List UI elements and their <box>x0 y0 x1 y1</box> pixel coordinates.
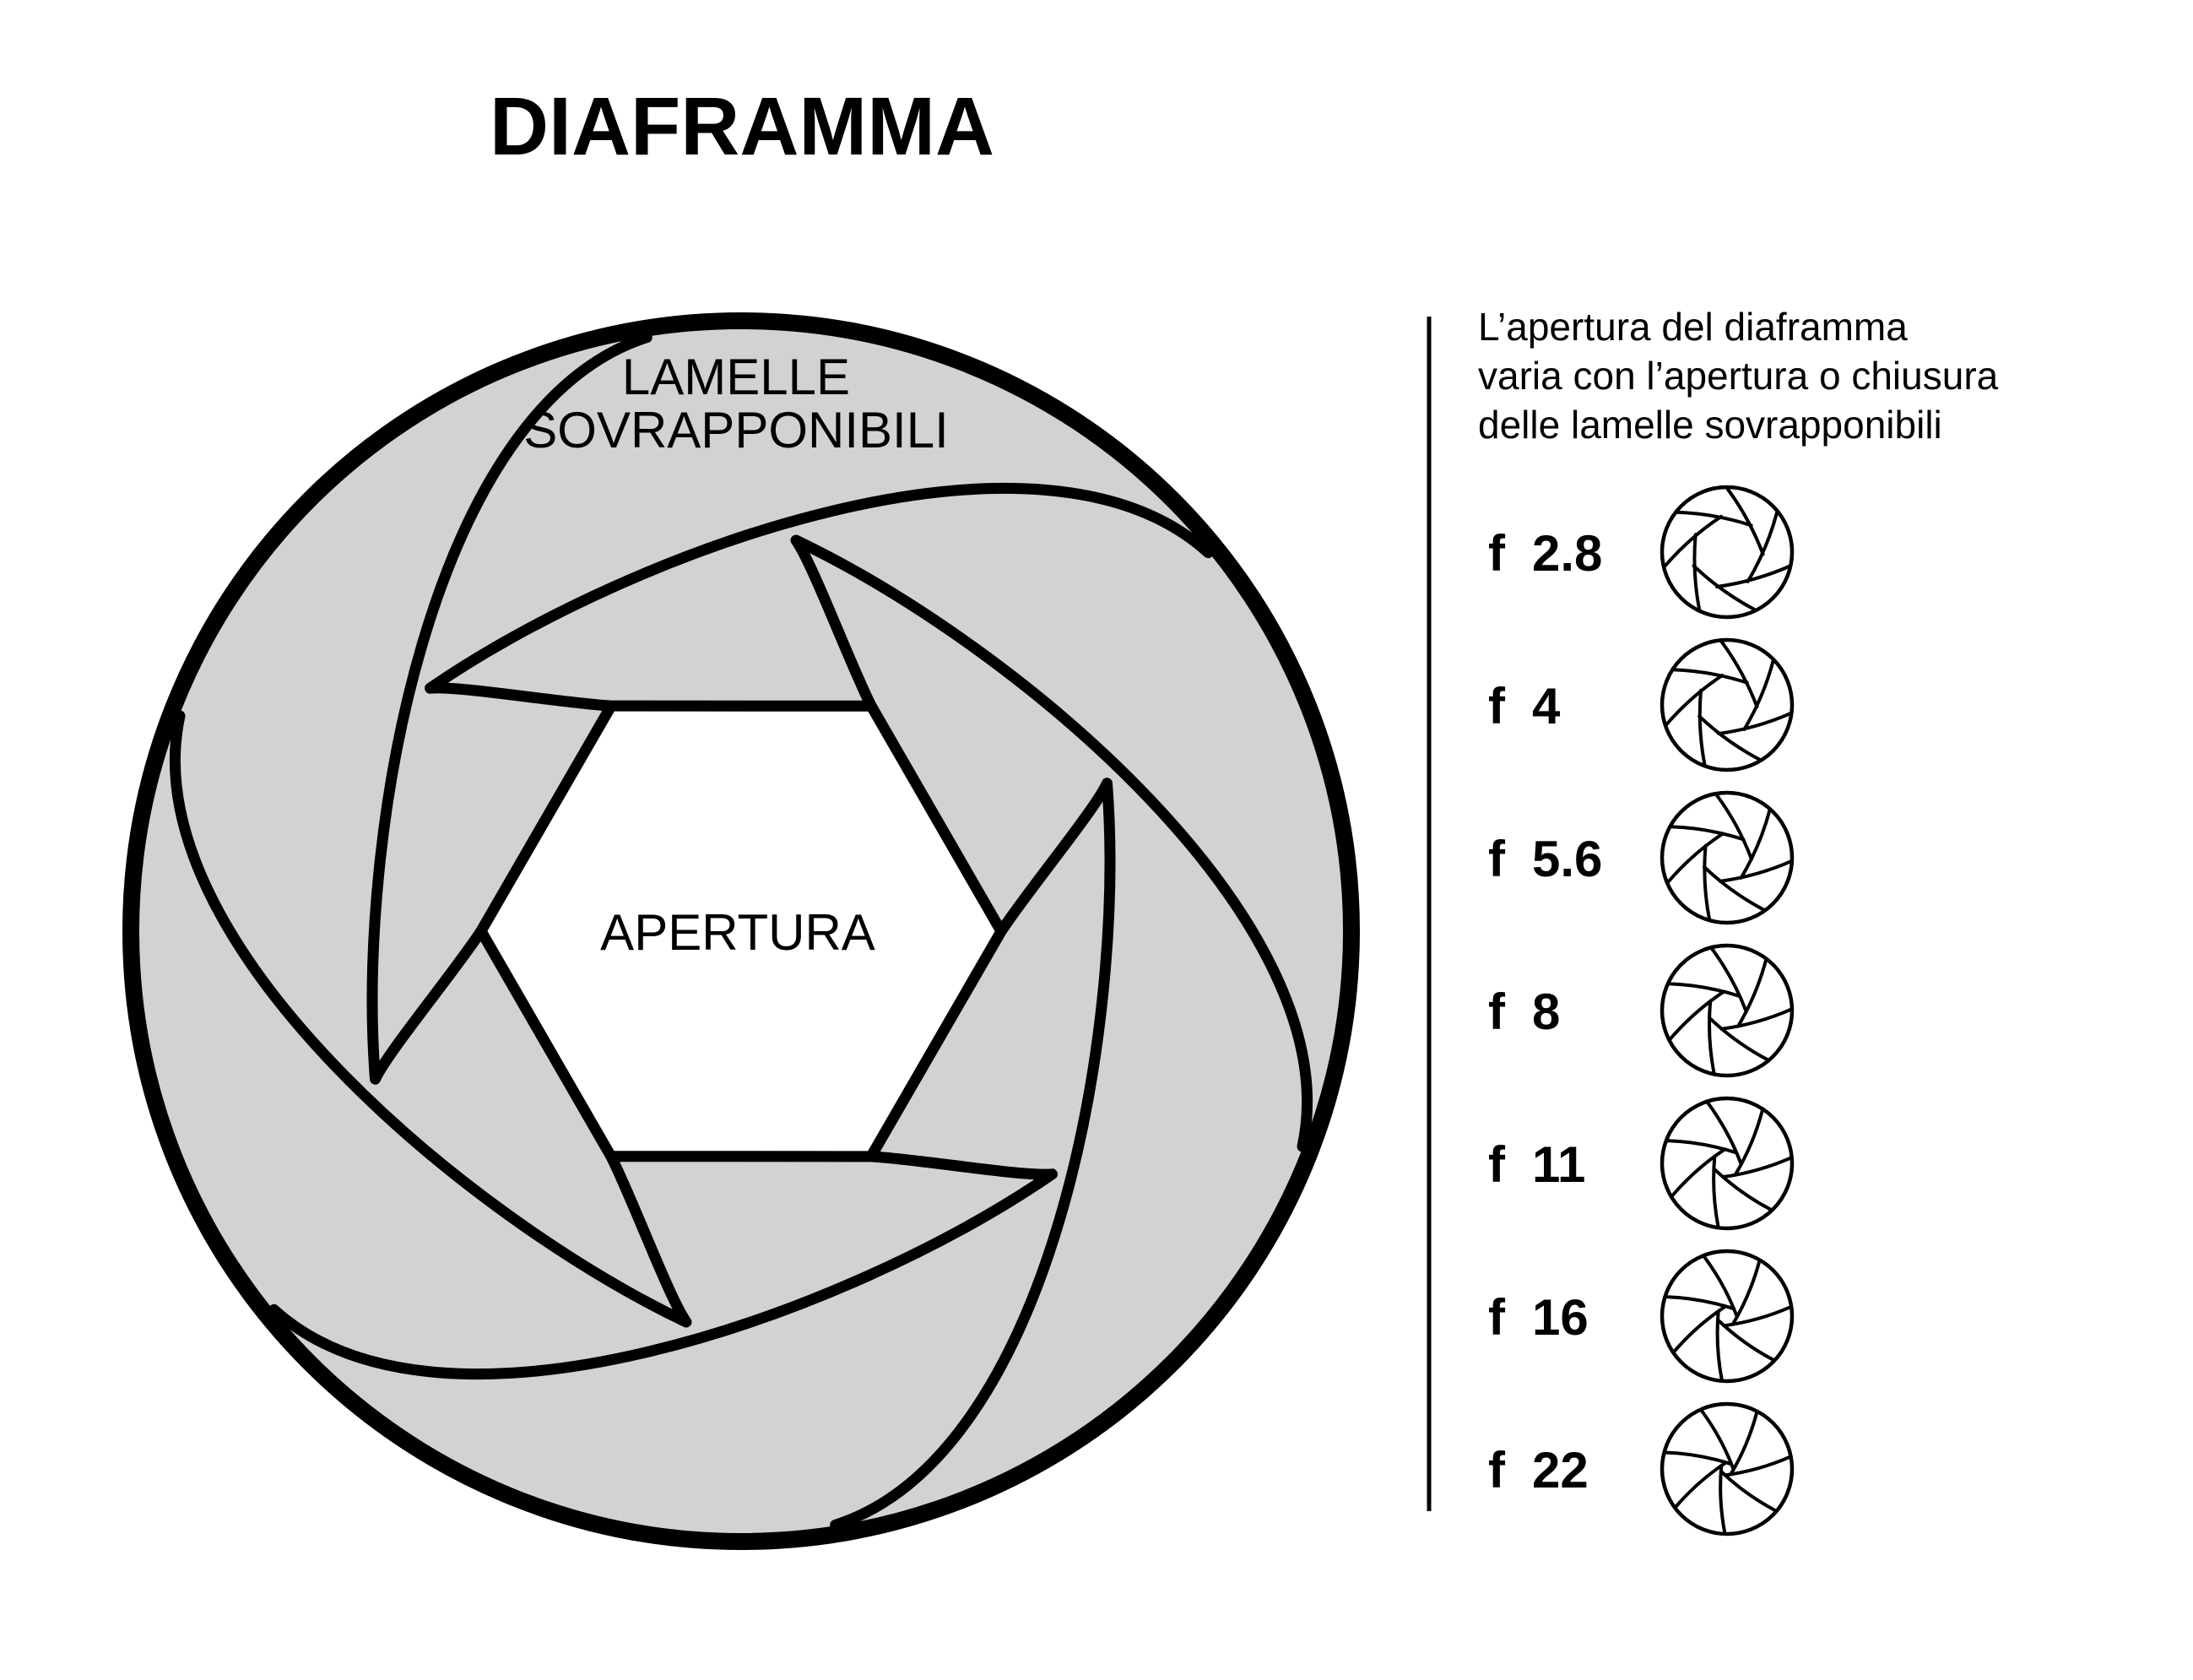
aperture-icon-blade <box>1662 514 1723 569</box>
aperture-icon <box>1660 1401 1795 1536</box>
blades-label-line2: SOVRAPPONIBILI <box>523 402 949 458</box>
aperture-icon-blade <box>1670 1147 1727 1198</box>
aperture-icon-blade <box>1708 999 1716 1076</box>
aperture-label: APERTURA <box>600 904 875 961</box>
aperture-icon-blade <box>1709 946 1748 1014</box>
fstop-value: 8 <box>1532 984 1560 1040</box>
aperture-icon-blade <box>1746 510 1779 583</box>
aperture-icon-blade <box>1729 1410 1759 1477</box>
fstop-row: f 11 <box>1488 1096 1795 1231</box>
aperture-icon-blade <box>1698 688 1707 767</box>
iris-blade-edge <box>169 710 692 1328</box>
fstop-row: f 2.8 <box>1488 485 1795 620</box>
iris-blade-edge <box>268 1151 1058 1380</box>
aperture-icon-blade <box>1715 1309 1724 1382</box>
aperture-icon-blade <box>1712 1167 1773 1212</box>
aperture-icon-blade <box>1668 989 1726 1042</box>
aperture-icon-blade <box>1733 1108 1765 1177</box>
fstop-value: 5.6 <box>1532 831 1602 887</box>
aperture-icon-blade <box>1712 1154 1720 1229</box>
aperture-icon <box>1660 943 1795 1078</box>
fstop-f-prefix: f <box>1488 831 1506 887</box>
aperture-icon-blade <box>1671 1304 1728 1354</box>
aperture-icon-blade <box>1664 674 1725 727</box>
aperture-icon-blade <box>1703 865 1767 913</box>
aperture-icon-blade <box>1673 1461 1728 1509</box>
aperture-icon-blade <box>1722 1305 1793 1328</box>
aperture-icon-blade <box>1719 639 1759 709</box>
fstop-f-prefix: f <box>1488 1136 1506 1193</box>
aperture-icon-blade <box>1698 714 1763 762</box>
iris-blade-edge <box>790 534 1313 1152</box>
aperture-icon-blade <box>1719 1464 1727 1536</box>
aperture-icon-blade <box>1717 711 1793 735</box>
aperture-icon-blade <box>1692 564 1757 612</box>
iris-blade-edge <box>366 332 652 1085</box>
aperture-icon-blade <box>1705 1100 1743 1166</box>
aperture-icon-blade <box>1708 1016 1770 1062</box>
fstop-row: f 5.6 <box>1488 790 1795 925</box>
fstop-f-prefix: f <box>1488 1442 1506 1498</box>
aperture-icon-blade <box>1716 1318 1776 1363</box>
aperture-icon-blade <box>1730 1259 1762 1326</box>
description-line-2: varia con l’apertura o chiusura <box>1478 354 1999 398</box>
aperture-icon-blade <box>1721 1156 1793 1179</box>
fstop-f-prefix: f <box>1488 678 1506 734</box>
iris-diagram: LAMELLE SOVRAPPONIBILI APERTURA <box>122 312 1360 1550</box>
iris-blade-edges <box>169 332 1313 1531</box>
aperture-icon <box>1660 1249 1795 1384</box>
description-line-3: delle lamelle sovrapponibili <box>1478 403 1942 447</box>
aperture-icon-blade <box>1736 957 1768 1028</box>
aperture-icon-blade <box>1692 533 1702 612</box>
fstop-f-prefix: f <box>1488 1289 1506 1346</box>
fstop-value: 16 <box>1532 1289 1589 1346</box>
aperture-icon-blade <box>1665 832 1725 885</box>
aperture-icon-blade <box>1718 859 1794 883</box>
fstop-value: 2.8 <box>1532 525 1602 582</box>
aperture-icon-blade <box>1663 1450 1734 1466</box>
fstop-value: 4 <box>1532 678 1561 734</box>
aperture-icon-blade <box>1742 658 1775 731</box>
aperture-icon-blade <box>1665 1139 1739 1155</box>
fstop-value: 22 <box>1532 1442 1589 1498</box>
aperture-icon-blade <box>1702 1254 1739 1319</box>
description-line-1: L’apertura del diaframma <box>1478 305 1908 349</box>
fstop-value: 11 <box>1532 1136 1585 1193</box>
aperture-icon <box>1660 790 1795 925</box>
aperture-icon-blade <box>1725 485 1765 556</box>
aperture-hexagon <box>481 706 1001 1157</box>
fstop-row: f 22 <box>1488 1401 1795 1536</box>
page-title: DIAFRAMMA <box>490 80 994 172</box>
aperture-icon-blade <box>1719 1469 1778 1513</box>
aperture-icon-blade <box>1715 564 1792 588</box>
aperture-icon-blade <box>1719 1007 1794 1031</box>
fstop-row: f 16 <box>1488 1249 1795 1384</box>
sidebar: L’apertura del diaframma varia con l’ape… <box>1427 305 1999 1536</box>
aperture-icon-blade <box>1669 825 1746 842</box>
aperture-icon-blade <box>1675 510 1753 528</box>
fstop-f-prefix: f <box>1488 984 1506 1040</box>
aperture-icon-blade <box>1703 843 1712 922</box>
blades-label-line1: LAMELLE <box>622 349 850 405</box>
aperture-icon <box>1660 637 1795 772</box>
iris-blade-edge <box>830 778 1116 1531</box>
aperture-icon-blade <box>1723 1455 1792 1477</box>
aperture-icon <box>1660 1096 1795 1231</box>
aperture-icon-blade <box>1739 808 1772 880</box>
fstop-f-prefix: f <box>1488 525 1506 582</box>
iris-blade-edge <box>425 482 1214 712</box>
aperture-icon <box>1660 485 1795 620</box>
aperture-icon-blade <box>1666 982 1742 999</box>
aperture-icon-blade <box>1664 1295 1735 1311</box>
aperture-icon-blade <box>1671 668 1749 685</box>
aperture-icon-blade <box>1714 792 1753 861</box>
